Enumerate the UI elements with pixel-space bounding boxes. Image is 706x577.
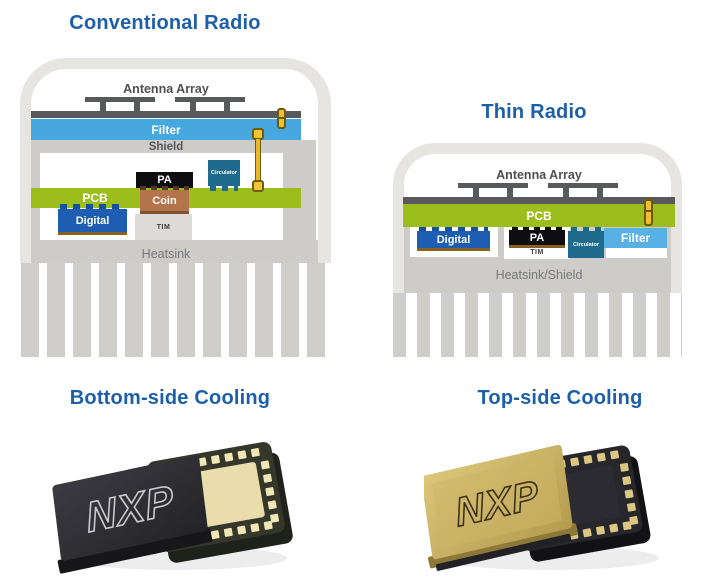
black-package-top-view-chip: NXP	[52, 455, 213, 574]
pa-solder-bumps	[512, 227, 562, 231]
thin-heatsink-block	[393, 258, 682, 293]
thin-radome-shell	[393, 143, 682, 293]
pcb-label: PCB	[82, 191, 108, 205]
digital-solder-bumps	[60, 204, 125, 209]
conventional-shield-label: Shield	[148, 141, 184, 153]
circulator-solder-bumps	[210, 186, 238, 191]
thin-antenna-array-label: Antenna Array	[496, 168, 582, 182]
conventional-radome-shell	[20, 58, 331, 263]
thin-filter: Filter	[604, 228, 667, 248]
digital-label: Digital	[436, 233, 471, 246]
circulator-solder-bumps	[571, 227, 601, 232]
antenna-leg	[190, 101, 196, 111]
antenna-bar	[175, 97, 245, 102]
thin-digital-chip: Digital	[417, 231, 490, 248]
antenna-leg	[473, 187, 479, 197]
top-side-cooling-chips: NXP	[424, 444, 659, 571]
antenna-leg	[224, 101, 230, 111]
antenna-bar	[85, 97, 155, 102]
conventional-heatsink-block	[20, 240, 331, 263]
antenna-leg	[100, 101, 106, 111]
antenna-leg	[563, 187, 569, 197]
bottom-side-cooling-title: Bottom-side Cooling	[69, 387, 271, 409]
thin-pa-chip: PA	[509, 230, 565, 245]
pa-die-attach	[509, 245, 565, 248]
antenna-bar	[548, 183, 618, 188]
antenna-leg	[134, 101, 140, 111]
coin-label: Coin	[152, 194, 177, 207]
conventional-heatsink-fins	[21, 263, 331, 357]
conventional-filter: Filter	[31, 119, 301, 140]
conventional-heatsink-label: Heatsink	[141, 247, 191, 261]
antenna-icon	[85, 97, 155, 111]
conventional-radio-title: Conventional Radio	[69, 12, 261, 34]
antenna-icon	[175, 97, 245, 111]
coax-connector-bottom-icon	[252, 180, 264, 192]
conventional-pa-chip: PA	[136, 172, 193, 188]
pa-label: PA	[529, 231, 545, 244]
thin-heatsink-shield-label: Heatsink/Shield	[495, 268, 583, 282]
conventional-antenna-array-label: Antenna Array	[123, 82, 209, 96]
top-side-cooling-title: Top-side Cooling	[477, 387, 643, 409]
antenna-icon	[548, 183, 618, 197]
conventional-tim: TIM	[135, 214, 192, 240]
digital-solder-bumps	[419, 227, 488, 232]
pa-label: PA	[157, 174, 172, 186]
filter-pocket	[606, 247, 667, 258]
conventional-digital-chip: Digital	[58, 209, 127, 232]
filter-label: Filter	[620, 231, 651, 245]
conventional-circulator: Circulator	[208, 160, 240, 186]
pa-solder-bumps	[140, 186, 189, 191]
antenna-leg	[507, 187, 513, 197]
digital-die-attach	[58, 232, 127, 235]
coax-feed-pin-icon	[277, 108, 286, 129]
coax-connector-shaft-icon	[255, 139, 261, 181]
thin-heatsink-fins	[393, 293, 682, 357]
thin-radio-title: Thin Radio	[481, 101, 587, 123]
pcb-label: PCB	[526, 208, 552, 223]
conventional-coin: Coin	[140, 190, 189, 214]
conventional-radio-diagram: Antenna Array Filter Shield PCB PA Coin …	[20, 58, 331, 358]
thin-circulator: Circulator	[568, 231, 604, 258]
thin-radio-diagram: Antenna Array PCB Digital PA	[393, 143, 682, 358]
gold-package-top-view-chip: NXP	[424, 444, 579, 571]
antenna-leg	[597, 187, 603, 197]
antenna-icon	[458, 183, 528, 197]
antenna-bar	[458, 183, 528, 188]
conventional-antenna-board	[31, 111, 301, 118]
thin-pcb: PCB	[403, 204, 675, 227]
digital-die-attach	[417, 248, 490, 251]
filter-label: Filter	[151, 122, 181, 137]
digital-label: Digital	[75, 214, 110, 227]
thin-tim-label: TIM	[530, 249, 544, 256]
coax-feed-pin-icon	[644, 199, 653, 226]
thin-antenna-board	[403, 197, 675, 204]
bottom-side-cooling-chips: NXP	[52, 442, 293, 574]
